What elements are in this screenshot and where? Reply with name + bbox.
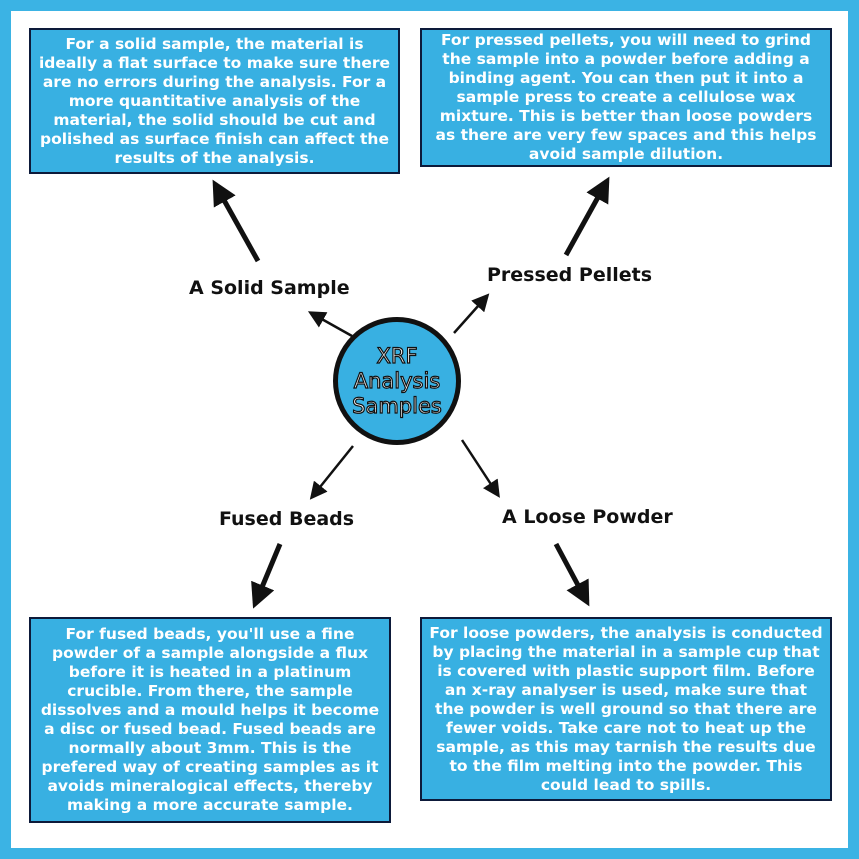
solid-sample-description: For a solid sample, the material is idea… [38, 34, 391, 167]
arrow-loose-to-box [553, 542, 590, 607]
arrow-center-to-solid [307, 311, 353, 338]
arrow-center-to-pellets [453, 293, 490, 334]
fused-beads-description-box: For fused beads, you'll use a fine powde… [29, 617, 391, 823]
label-solid-sample: A Solid Sample [189, 277, 350, 299]
arrow-fused-to-box [251, 543, 283, 609]
arrow-center-to-loose [460, 439, 500, 498]
pressed-pellets-description-box: For pressed pellets, you will need to gr… [420, 28, 832, 167]
center-node: XRF Analysis Samples [333, 317, 461, 445]
arrow-center-to-fused [309, 445, 354, 500]
label-fused-beads: Fused Beads [219, 508, 355, 530]
center-title-line-1: XRF [376, 343, 418, 368]
label-pressed-pellets: Pressed Pellets [487, 264, 653, 286]
arrow-solid-to-box [212, 179, 261, 263]
solid-sample-description-box: For a solid sample, the material is idea… [29, 28, 400, 174]
center-title: XRF Analysis Samples [352, 343, 443, 419]
arrow-pellets-to-box [563, 176, 610, 257]
center-title-line-2: Analysis [353, 368, 441, 393]
fused-beads-description: For fused beads, you'll use a fine powde… [40, 625, 380, 814]
loose-powder-description: For loose powders, the analysis is condu… [429, 623, 823, 794]
center-title-line-3: Samples [352, 393, 443, 418]
loose-powder-description-box: For loose powders, the analysis is condu… [420, 617, 832, 801]
pressed-pellets-description: For pressed pellets, you will need to gr… [435, 31, 817, 163]
label-loose-powder: A Loose Powder [502, 506, 673, 528]
